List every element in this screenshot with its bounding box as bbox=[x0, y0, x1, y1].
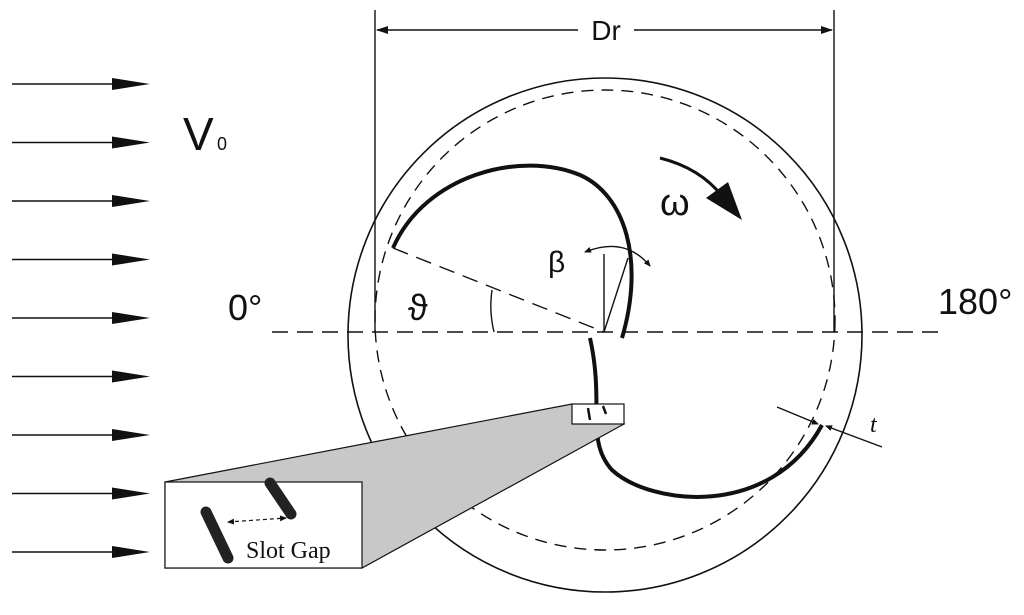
inflow-arrow-head bbox=[112, 136, 150, 149]
angle-zero-label: 0° bbox=[228, 287, 262, 328]
theta-reference-line bbox=[392, 247, 605, 333]
beta-tangent-line bbox=[603, 257, 629, 333]
diameter-label: Dr bbox=[591, 15, 621, 46]
theta-arc bbox=[490, 289, 495, 333]
inflow-arrow-head bbox=[112, 429, 150, 441]
thickness-label: t bbox=[870, 412, 878, 438]
inflow-arrow-head bbox=[112, 546, 150, 558]
zoom-inset-box bbox=[164, 481, 363, 569]
slot-gap-measure bbox=[227, 515, 287, 525]
rotation-arrow-head bbox=[706, 182, 742, 220]
upper-blade bbox=[391, 163, 634, 339]
velocity-subscript: 0 bbox=[217, 134, 227, 154]
velocity-label: V bbox=[183, 108, 214, 160]
slot-blade-right bbox=[264, 477, 297, 520]
beta-label: β bbox=[548, 246, 565, 279]
angle-180-label: 180° bbox=[938, 281, 1012, 322]
inflow-arrow-head bbox=[112, 78, 150, 90]
slot-gap-label: Slot Gap bbox=[246, 538, 331, 564]
inflow-arrow-head bbox=[112, 487, 150, 500]
outer-circle bbox=[347, 77, 863, 593]
lower-blade bbox=[588, 337, 824, 499]
theta-label: ϑ bbox=[408, 287, 428, 328]
diameter-dimension: Dr bbox=[374, 10, 835, 332]
inflow-arrows bbox=[12, 78, 150, 558]
inflow-arrow-head bbox=[112, 253, 150, 266]
slot-blade-left bbox=[200, 506, 234, 564]
slot-gap-zoom: Slot Gap bbox=[164, 403, 626, 569]
thickness-indicator: t bbox=[776, 406, 883, 448]
inflow-arrow-head bbox=[112, 370, 150, 383]
inflow-arrow-head bbox=[112, 312, 150, 324]
inflow-arrow-head bbox=[112, 195, 150, 207]
omega-label: ω bbox=[660, 182, 690, 224]
zoom-source-box bbox=[571, 403, 625, 425]
beta-arc bbox=[584, 245, 651, 267]
